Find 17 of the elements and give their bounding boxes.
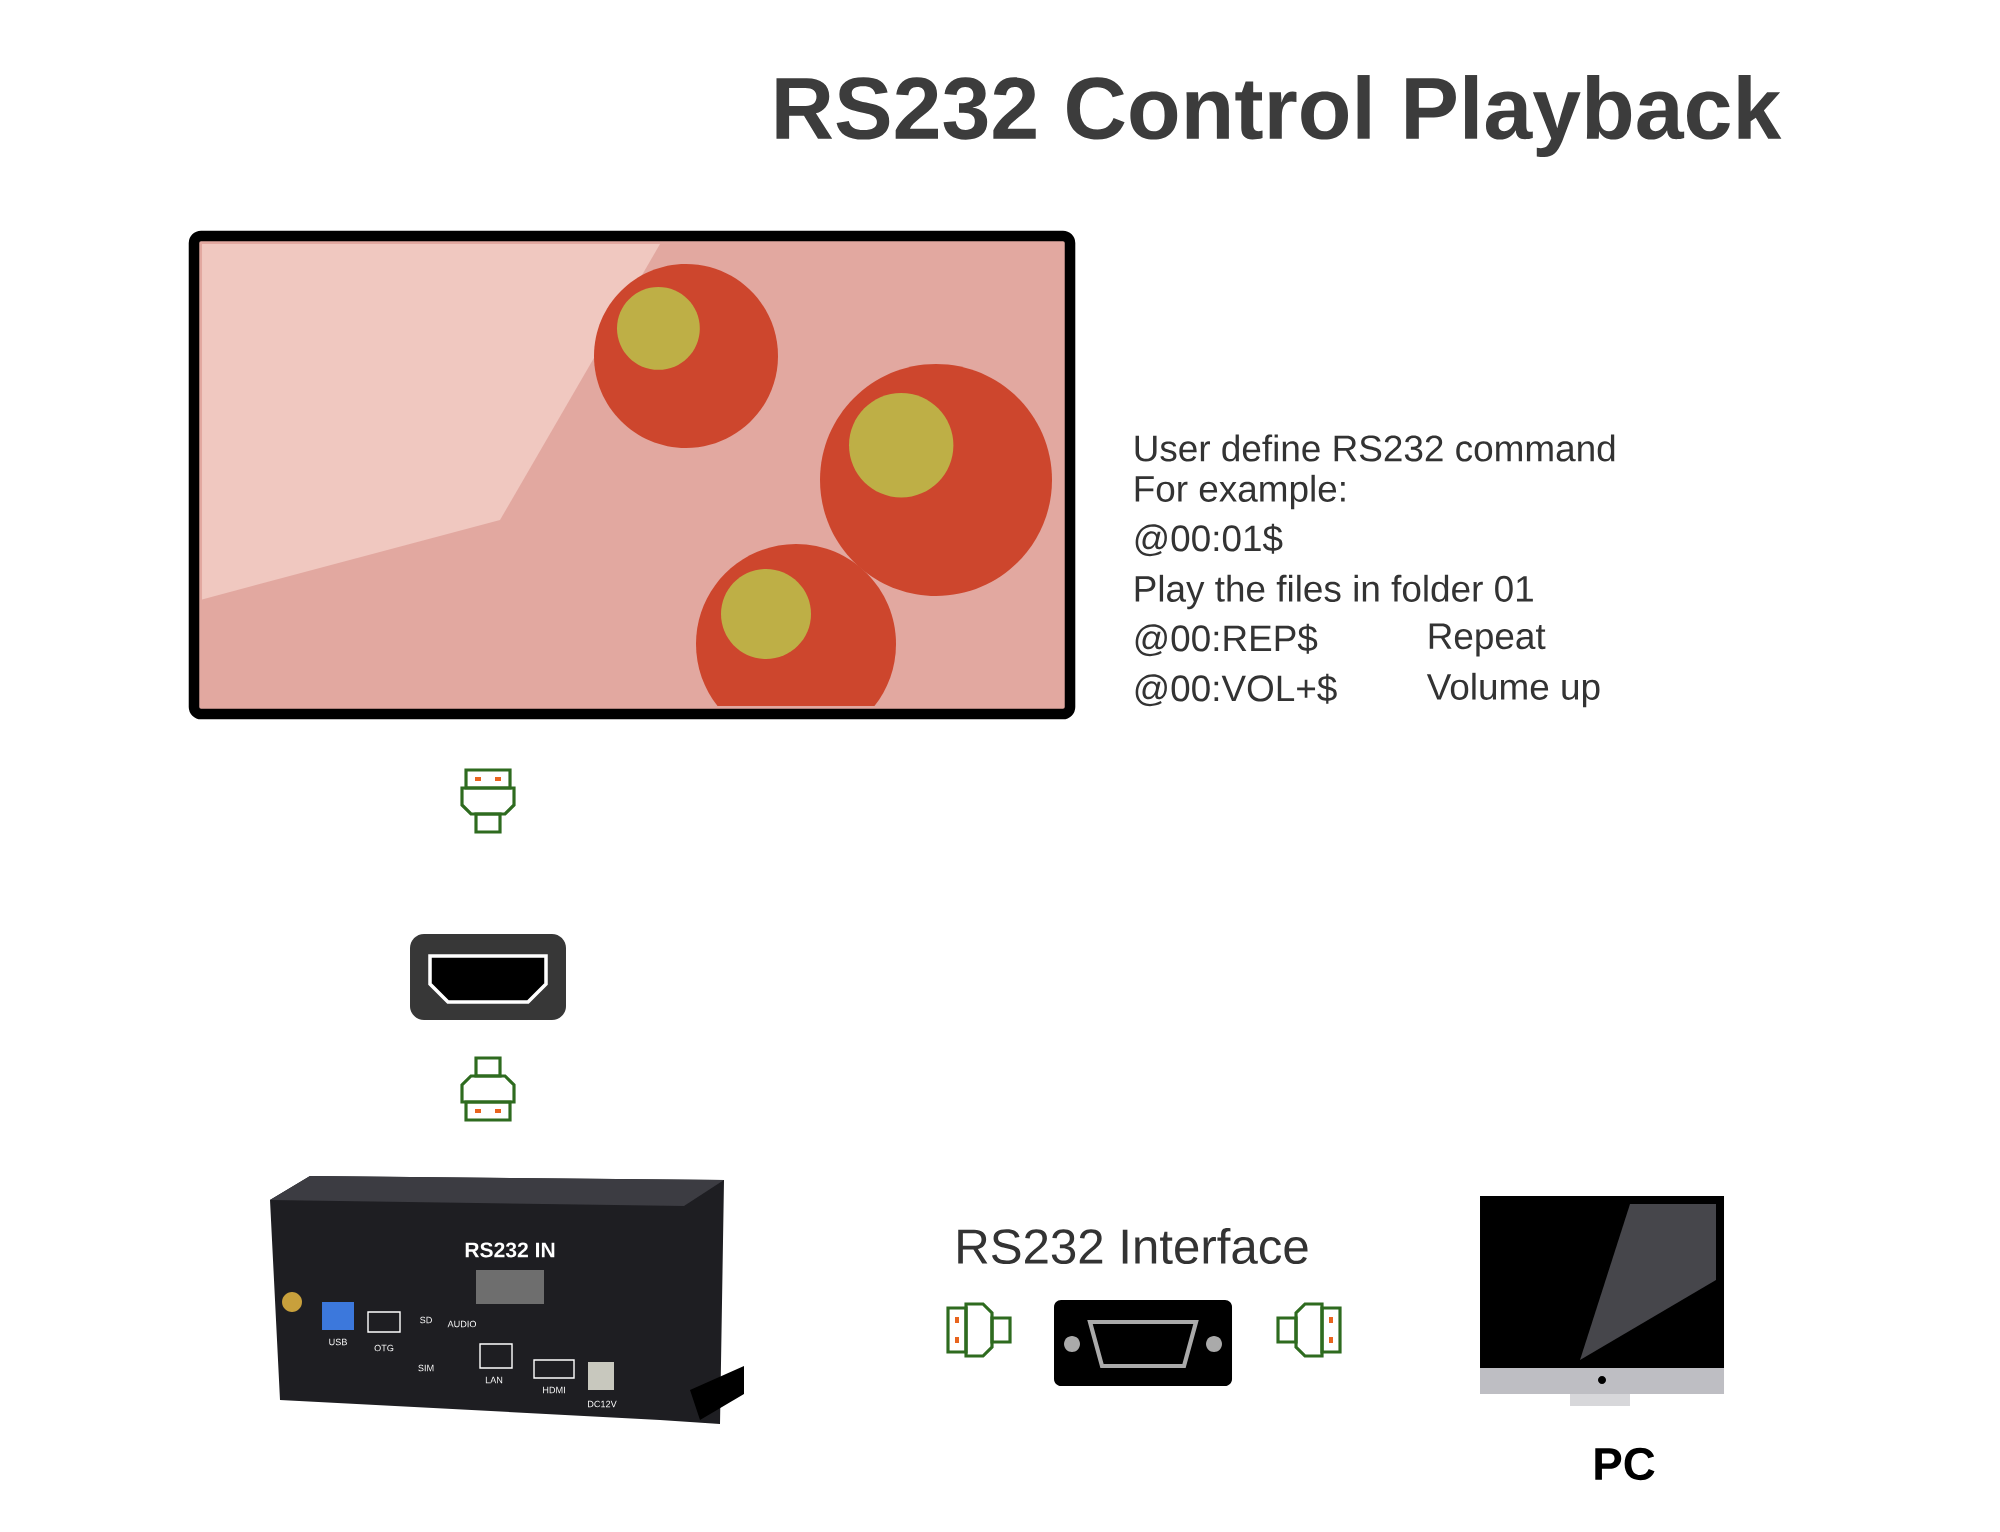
serial-port-drawing: RS232 Interface — [958, 1227, 1308, 1386]
text-line: @00:01$ — [1135, 523, 1283, 557]
text-line: @00:REP$ — [1135, 623, 1318, 657]
hdmi-port-drawing — [410, 934, 566, 1020]
text-line: Play the files in folder 01 — [1135, 574, 1533, 610]
port-label: RS232 IN — [465, 1242, 555, 1258]
pc-monitor-drawing: PC — [1480, 1196, 1724, 1481]
node-label: PC — [1595, 1447, 1655, 1481]
text-line: Volume up — [1426, 672, 1600, 708]
text-line: @00:VOL+$ — [1135, 673, 1337, 707]
title: RS232 Control Playback — [776, 75, 1782, 157]
text-line: Repeat — [1429, 623, 1546, 657]
display-screen-drawing — [188, 230, 1076, 720]
media-player-box-drawing — [270, 1176, 744, 1424]
text-line: User define RS232 command — [1135, 434, 1615, 462]
node-label: RS232 Interface — [958, 1227, 1308, 1265]
text-line: For example: — [1135, 474, 1345, 510]
